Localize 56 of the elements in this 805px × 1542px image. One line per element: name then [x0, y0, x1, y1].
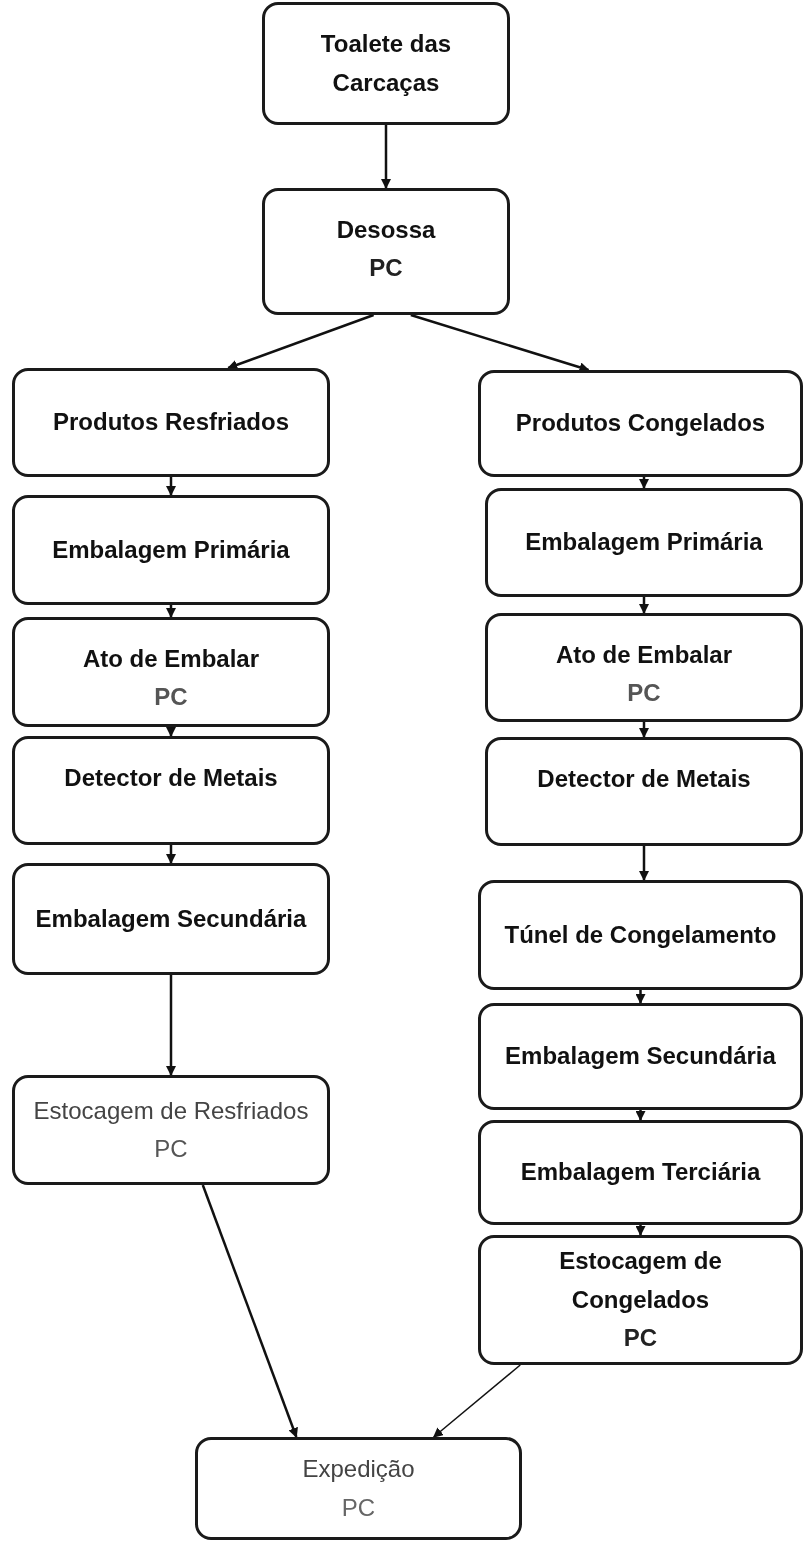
- step-label: Detector de Metais: [537, 764, 751, 794]
- process-box: [12, 368, 330, 477]
- step-label: PC: [341, 1492, 376, 1523]
- arrow: [639, 722, 649, 738]
- step-label: Produtos Congelados: [515, 408, 766, 439]
- arrow: [166, 845, 176, 864]
- step-label: PC: [627, 678, 661, 709]
- process-box: [12, 736, 330, 845]
- arrow: [635, 1225, 646, 1236]
- arrow: [381, 125, 391, 189]
- step-label: PC: [369, 253, 403, 284]
- process-box: [195, 1437, 522, 1540]
- arrow: [639, 846, 649, 881]
- process-box: [12, 617, 330, 727]
- step-label: Embalagem Terciária: [520, 1157, 761, 1188]
- step-label: Expedição: [302, 1454, 415, 1485]
- step-label: Embalagem Secundária: [505, 1041, 776, 1072]
- arrow: [166, 727, 176, 737]
- step-label: Túnel de Congelamento: [504, 919, 777, 950]
- step-label: Produtos Resfriados: [52, 407, 289, 438]
- arrow: [635, 1110, 646, 1121]
- step-label: Embalagem Primária: [525, 527, 763, 558]
- step-label: Detector de Metais: [64, 763, 278, 793]
- process-box: [478, 1003, 803, 1110]
- step-label: Desossa: [336, 215, 436, 245]
- step-label: Estocagem de Congelados: [558, 1246, 723, 1315]
- process-box: [12, 1075, 330, 1185]
- step-label: Toalete das Carcaças: [319, 29, 453, 98]
- step-label: Ato de Embalar: [555, 640, 732, 670]
- process-box: [478, 880, 803, 990]
- arrow: [201, 1184, 298, 1438]
- arrow: [227, 313, 375, 370]
- process-box: [478, 370, 803, 477]
- process-box: [262, 188, 510, 315]
- step-label: Embalagem Secundária: [35, 903, 307, 934]
- arrow: [639, 597, 649, 614]
- step-label: Ato de Embalar: [82, 644, 259, 674]
- process-box: [12, 495, 330, 605]
- arrow: [166, 477, 176, 496]
- arrow: [635, 990, 646, 1004]
- arrow: [639, 477, 649, 489]
- arrow: [166, 605, 176, 618]
- process-box: [478, 1235, 803, 1365]
- process-box: [262, 2, 510, 125]
- step-label: PC: [154, 682, 188, 713]
- process-box: [12, 863, 330, 975]
- process-box: [485, 488, 803, 597]
- step-label: Estocagem de Resfriados: [33, 1095, 309, 1126]
- process-box: [485, 613, 803, 722]
- process-box: [478, 1120, 803, 1225]
- arrow: [432, 1364, 521, 1438]
- step-label: PC: [154, 1134, 188, 1164]
- process-box: [485, 737, 803, 846]
- step-label: PC: [623, 1323, 658, 1354]
- arrow: [166, 975, 176, 1076]
- step-label: Embalagem Primária: [52, 534, 290, 565]
